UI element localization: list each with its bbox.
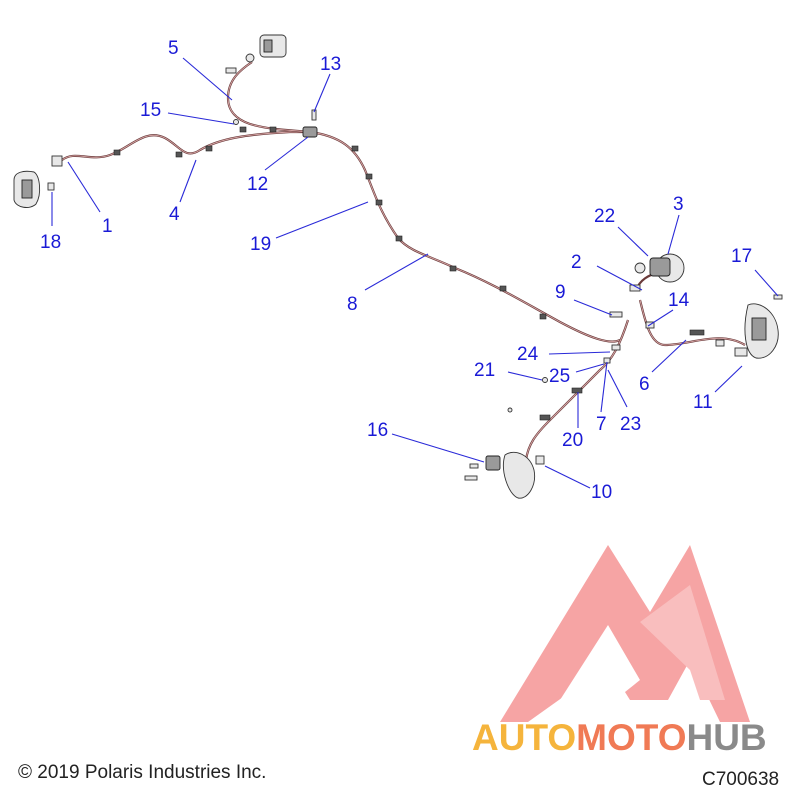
callout-2: 2 [571, 252, 582, 273]
callout-24: 24 [517, 344, 539, 365]
callout-23: 23 [620, 414, 641, 435]
callout-11: 11 [693, 392, 713, 413]
callout-6: 6 [639, 374, 650, 395]
callout-18: 18 [40, 232, 61, 253]
callout-17: 17 [731, 246, 752, 267]
line-clips [113, 126, 705, 421]
callout-16: 16 [367, 420, 388, 441]
svg-text:AUTOMOTOHUB: AUTOMOTOHUB [472, 717, 767, 758]
callout-15: 15 [140, 100, 161, 121]
watermark-auto: AUTO [472, 717, 576, 758]
callout-3: 3 [673, 194, 684, 215]
watermark-moto: MOTO [576, 717, 686, 758]
callout-5: 5 [168, 38, 179, 59]
watermark-hub: HUB [686, 717, 766, 758]
callout-25: 25 [549, 366, 570, 387]
brake-line-network [61, 61, 746, 461]
callout-1: 1 [102, 216, 113, 237]
figure-code: C700638 [702, 769, 779, 790]
fittings [233, 109, 655, 413]
leader-lines [51, 57, 779, 489]
callout-20: 20 [562, 430, 583, 451]
watermark-emblem [500, 545, 750, 722]
copyright-text: © 2019 Polaris Industries Inc. [18, 762, 266, 783]
watermark-wordmark: AUTOMOTOHUB [472, 717, 767, 758]
top-brake-caliper [225, 34, 287, 74]
right-brake-caliper [715, 294, 783, 359]
callout-21: 21 [474, 360, 495, 381]
callout-4: 4 [169, 204, 180, 225]
callout-13: 13 [320, 54, 341, 75]
callout-22: 22 [594, 206, 615, 227]
master-cylinder [629, 253, 685, 292]
callout-7: 7 [596, 414, 607, 435]
callout-8: 8 [347, 294, 358, 315]
callout-10: 10 [591, 482, 612, 503]
callout-labels: 1 2 3 4 5 6 7 8 9 10 11 12 13 14 15 16 1… [40, 38, 752, 503]
callout-9: 9 [555, 282, 566, 303]
callout-19: 19 [250, 234, 271, 255]
left-brake-caliper [13, 155, 63, 208]
junction-block [302, 126, 318, 138]
callout-12: 12 [247, 174, 268, 195]
callout-14: 14 [668, 290, 690, 311]
lower-brake-caliper [464, 451, 545, 499]
